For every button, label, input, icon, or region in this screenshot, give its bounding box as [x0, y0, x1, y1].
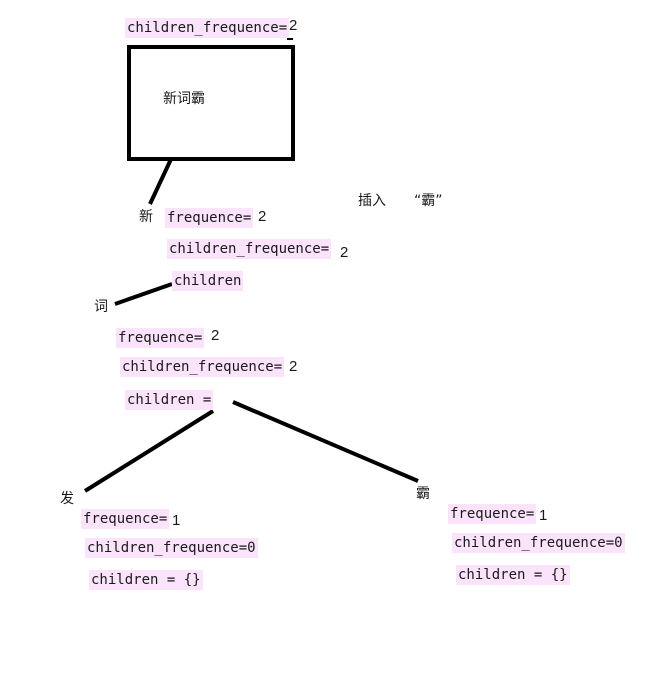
node-xin-children-label: children	[172, 271, 244, 291]
node-ba-children: children = {}	[456, 565, 570, 585]
node-xin-frequence-label: frequence=	[165, 208, 254, 228]
node-ci-children-frequence-value: 2	[289, 358, 298, 375]
node-ci-children-label: children =	[125, 390, 214, 410]
node-ba-children-frequence: children_frequence=0	[452, 533, 625, 553]
node-ba-frequence-value: 1	[539, 507, 548, 524]
node-ba-char: 霸	[416, 486, 430, 502]
root-children-frequence-value: 2	[289, 17, 298, 34]
insert-verb: 插入	[358, 193, 386, 209]
node-ci-children-frequence-label: children_frequence=	[120, 357, 285, 377]
root-node-box	[127, 45, 295, 161]
edge-root-to-xin	[148, 156, 174, 205]
node-ci-frequence-label: frequence=	[116, 328, 205, 348]
node-fa-children-frequence: children_frequence=0	[85, 538, 258, 558]
edge-ci-to-fa	[83, 409, 215, 493]
node-fa-char: 发	[60, 491, 74, 507]
node-xin-children-frequence-value: 2	[340, 244, 349, 261]
root-word: 新词霸	[163, 91, 205, 107]
node-xin-frequence-value: 2	[258, 208, 267, 225]
node-ci-frequence-value: 2	[211, 327, 220, 344]
node-xin-char: 新	[139, 209, 153, 225]
edge-ci-to-ba	[232, 400, 419, 483]
node-ba-frequence-label: frequence=	[448, 504, 537, 524]
insert-quoted-char: “霸”	[414, 193, 443, 209]
edge-xin-to-ci	[114, 282, 173, 306]
root-children-frequence-label: children_frequence=	[125, 18, 290, 38]
node-fa-frequence-label: frequence=	[81, 509, 170, 529]
node-xin-children-frequence-label: children_frequence=	[167, 239, 332, 259]
node-fa-frequence-value: 1	[172, 512, 181, 529]
node-fa-children: children = {}	[89, 570, 203, 590]
node-ci-char: 词	[94, 299, 108, 315]
